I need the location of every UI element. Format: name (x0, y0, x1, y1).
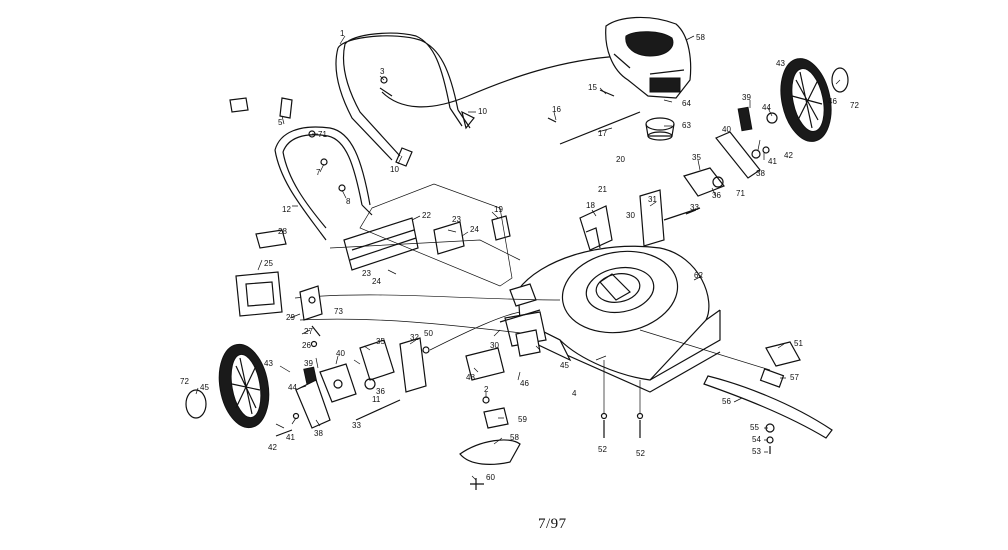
callout-59: 59 (518, 415, 527, 424)
rod (559, 111, 641, 145)
callout-16: 16 (552, 105, 561, 114)
callout-36a: 36 (712, 191, 721, 200)
callout-26: 26 (302, 341, 311, 350)
callout-73: 73 (334, 307, 343, 316)
decal (255, 229, 287, 249)
callout-57: 57 (790, 373, 799, 382)
front-wheel-left (185, 343, 270, 429)
callout-22: 22 (422, 211, 431, 220)
callout-25: 25 (264, 259, 273, 268)
callout-32: 32 (410, 333, 419, 342)
lower-handle (274, 126, 373, 241)
callout-labels: 1 3 5 71 7 8 12 10 10 15 16 17 58 64 63 … (180, 29, 859, 482)
mower-blade (703, 341, 833, 439)
callout-27: 27 (304, 327, 313, 336)
callout-43a: 43 (776, 59, 785, 68)
callout-4: 4 (572, 389, 577, 398)
engine (605, 16, 692, 99)
callout-71b: 71 (736, 189, 745, 198)
callout-41a: 41 (768, 157, 777, 166)
callout-5: 5 (278, 118, 283, 127)
callout-12: 12 (282, 205, 291, 214)
callout-8: 8 (346, 197, 351, 206)
cable-clip (229, 97, 249, 113)
callout-46b: 46 (520, 379, 529, 388)
callout-30a: 30 (626, 211, 635, 220)
callout-38b: 38 (314, 429, 323, 438)
callout-45: 45 (560, 361, 569, 370)
callout-24a: 24 (470, 225, 479, 234)
grass-bag-label (235, 271, 283, 317)
callout-48: 48 (466, 373, 475, 382)
callout-35a: 35 (692, 153, 701, 162)
callout-44b: 44 (288, 383, 297, 392)
callout-23b: 23 (362, 269, 371, 278)
callout-36b: 36 (376, 387, 385, 396)
callout-44a: 44 (762, 103, 771, 112)
callout-54: 54 (752, 435, 761, 444)
callout-24b: 24 (372, 277, 381, 286)
callout-3: 3 (380, 67, 385, 76)
callout-40a: 40 (722, 125, 731, 134)
callout-21: 21 (598, 185, 607, 194)
pulley (645, 117, 675, 141)
callout-33b: 33 (352, 421, 361, 430)
callout-2: 2 (484, 385, 489, 394)
callout-63: 63 (682, 121, 691, 130)
callout-52a: 52 (598, 445, 607, 454)
callout-28: 28 (278, 227, 287, 236)
callout-40b: 40 (336, 349, 345, 358)
callout-17: 17 (598, 129, 607, 138)
callout-72b: 72 (180, 377, 189, 386)
callout-60: 60 (486, 473, 495, 482)
callout-38a: 38 (756, 169, 765, 178)
callout-58: 58 (696, 33, 705, 42)
callout-53: 53 (752, 447, 761, 456)
rear-wheel-right (780, 58, 849, 142)
date-code: 7/97 (538, 516, 567, 532)
callout-15: 15 (588, 83, 597, 92)
callout-29: 29 (286, 313, 295, 322)
callout-31: 31 (648, 195, 657, 204)
upper-handle (335, 32, 471, 161)
callout-19: 19 (494, 205, 503, 214)
callout-11: 11 (372, 395, 381, 404)
rear-shield (343, 217, 465, 271)
callout-39b: 39 (304, 359, 313, 368)
callout-43b: 43 (264, 359, 273, 368)
callout-46a: 46 (828, 97, 837, 106)
callout-50: 50 (424, 329, 433, 338)
callout-42a: 42 (784, 151, 793, 160)
callout-1: 1 (340, 29, 345, 38)
callout-45b: 45 (200, 383, 209, 392)
callout-20: 20 (616, 155, 625, 164)
callout-23: 23 (452, 215, 461, 224)
callout-62: 62 (694, 271, 703, 280)
callout-71: 71 (318, 130, 327, 139)
callout-56: 56 (722, 397, 731, 406)
callout-42b: 42 (268, 443, 277, 452)
control-cable (381, 55, 621, 108)
callout-10a: 10 (390, 165, 399, 174)
callout-35b: 35 (376, 337, 385, 346)
callout-64: 64 (682, 99, 691, 108)
callout-33a: 33 (690, 203, 699, 212)
mower-deck (517, 205, 721, 393)
callout-58b: 58 (510, 433, 519, 442)
callout-18: 18 (586, 201, 595, 210)
callout-7: 7 (316, 168, 321, 177)
callout-55: 55 (750, 423, 759, 432)
callout-39a: 39 (742, 93, 751, 102)
callout-51: 51 (794, 339, 803, 348)
callout-52b: 52 (636, 449, 645, 458)
callout-41b: 41 (286, 433, 295, 442)
callout-72a: 72 (850, 101, 859, 110)
callout-10b: 10 (478, 107, 487, 116)
callout-30b: 30 (490, 341, 499, 350)
